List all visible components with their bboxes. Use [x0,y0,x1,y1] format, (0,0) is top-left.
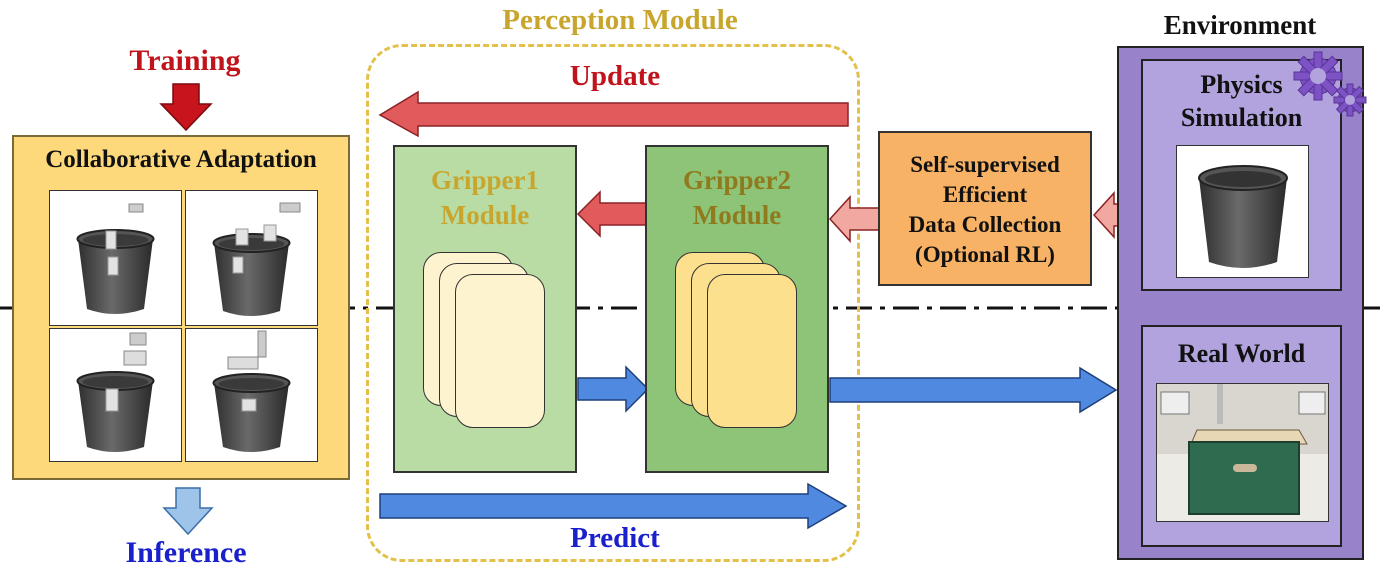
bin-image-bottom-left [49,328,182,462]
gripper2-to-gripper1-arrow [576,190,647,238]
update-label: Update [569,60,661,92]
data-collection-line3: Data Collection [908,212,1062,237]
perception-to-real-world-arrow [829,366,1118,414]
predict-arrow [379,482,848,530]
training-arrow [159,83,213,132]
collaborative-adaptation-title: Collaborative Adaptation [45,146,317,173]
gripper1-layer-card-front [455,274,545,428]
physics-simulation-line1: Physics [1200,70,1283,99]
real-world-title: Real World [1177,339,1306,368]
bin-image-bottom-right [185,328,318,462]
data-to-gripper2-arrow [828,195,881,243]
gripper1-to-gripper2-arrow [577,365,650,413]
data-collection-line4: (Optional RL) [915,242,1055,267]
gripper2-subtitle: Module [692,200,782,230]
training-label: Training [129,44,241,77]
physics-simulation-line2: Simulation [1180,103,1303,132]
predict-label: Predict [570,522,660,554]
environment-title: Environment [1163,10,1317,40]
gripper1-subtitle: Module [440,200,530,230]
gripper2-title: Gripper2 [683,165,791,195]
inference-label: Inference [125,536,247,569]
update-arrow [378,90,849,138]
bin-image-top-left [49,190,182,326]
gear-icon [1293,51,1367,117]
gripper1-title: Gripper1 [431,165,539,195]
inference-arrow [162,487,214,536]
perception-module-frame [366,44,860,562]
data-collection-box [878,131,1092,286]
bin-image-top-right [185,190,318,326]
gripper2-layer-card-front [707,274,797,428]
data-collection-line1: Self-supervised [910,152,1060,177]
data-collection-line2: Efficient [942,182,1028,207]
simulated-bin-image [1176,145,1309,278]
real-world-photo [1156,383,1329,522]
perception-module-title: Perception Module [502,4,738,36]
